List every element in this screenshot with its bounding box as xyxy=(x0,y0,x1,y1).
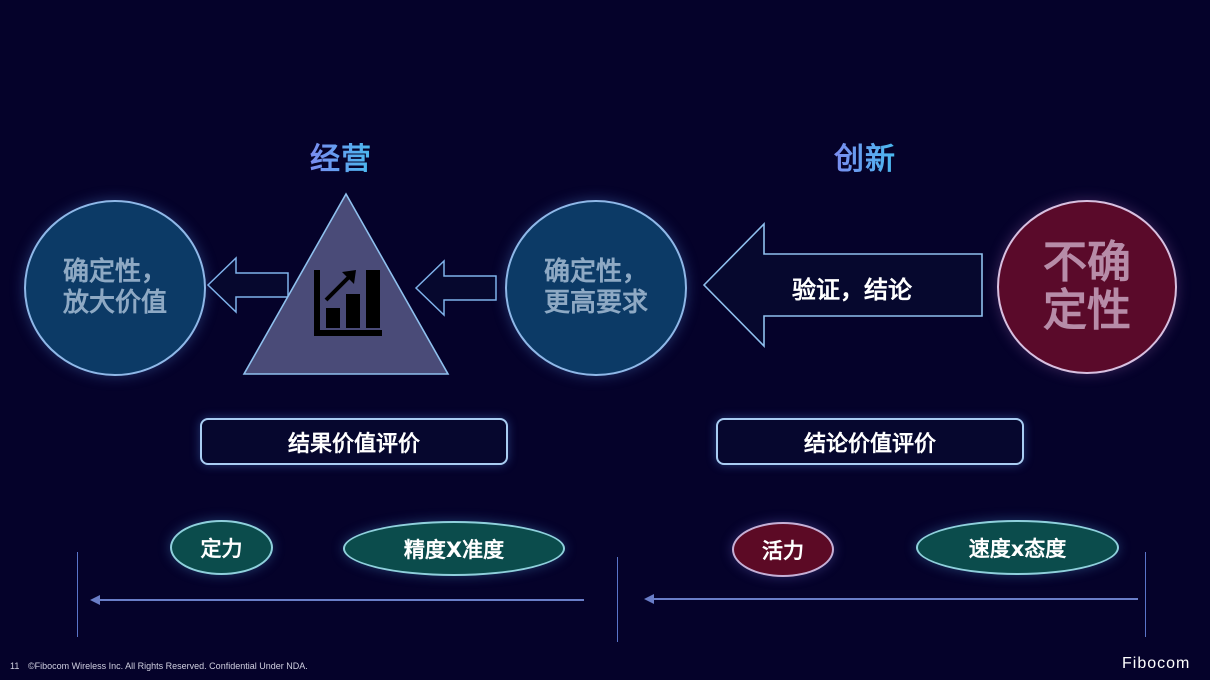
copyright-notice: ©Fibocom Wireless Inc. All Rights Reserv… xyxy=(28,661,308,671)
section-title-innovation: 创新 xyxy=(834,134,896,178)
small-arrow-left-icon xyxy=(206,256,289,314)
big-arrow-left-icon xyxy=(702,222,983,348)
attribute-composure: 定力 xyxy=(170,520,273,575)
circle-left-line1: 确定性， xyxy=(62,256,167,287)
circle-right-line1: 不确 xyxy=(1043,236,1131,288)
circle-uncertainty: 不确 定性 xyxy=(997,200,1177,374)
bar-chart-growth-icon xyxy=(314,270,382,336)
attribute-precision-accuracy: 精度X准度 xyxy=(343,521,565,576)
section-title-operation: 经营 xyxy=(310,134,372,178)
timeline-arrow-line xyxy=(98,599,584,601)
circle-certainty-amplify-value: 确定性， 放大价值 xyxy=(24,200,206,376)
arrowhead-left-icon xyxy=(90,595,100,605)
evaluation-conclusion-value: 结论价值评价 xyxy=(716,418,1024,465)
timeline-boundary-line xyxy=(77,552,78,637)
triangle-operation xyxy=(242,192,450,375)
circle-left-line2: 放大价值 xyxy=(62,288,167,318)
small-arrow-left-icon xyxy=(414,259,497,317)
evaluation-result-value: 结果价值评价 xyxy=(200,418,508,465)
circle-certainty-higher-requirement: 确定性， 更高要求 xyxy=(505,200,687,376)
attribute-speed-attitude: 速度x态度 xyxy=(916,520,1119,575)
big-arrow-label: 验证，结论 xyxy=(792,276,912,304)
timeline-boundary-line xyxy=(1145,552,1146,637)
circle-middle-line2: 更高要求 xyxy=(543,288,648,318)
fibocom-logo: Fibocom xyxy=(1122,655,1191,672)
timeline-boundary-line xyxy=(617,557,618,642)
circle-right-line2: 定性 xyxy=(1043,285,1131,336)
circle-middle-line1: 确定性， xyxy=(543,256,648,287)
arrowhead-left-icon xyxy=(644,594,654,604)
page-number: 11 xyxy=(10,661,20,671)
attribute-vitality: 活力 xyxy=(732,522,834,577)
timeline-arrow-line xyxy=(652,598,1138,600)
